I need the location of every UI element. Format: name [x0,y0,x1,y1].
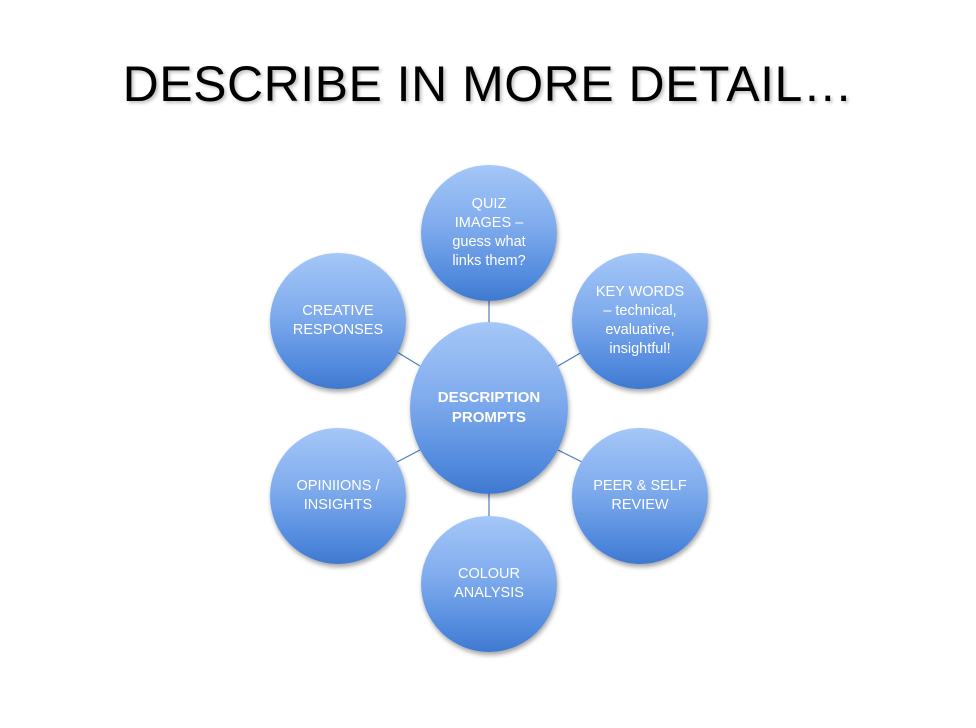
node-peer-self-review-label: PEER & SELF REVIEW [593,478,687,513]
node-key-words-label: KEY WORDS – technical, evaluative, insig… [595,284,685,357]
node-creative-responses: CREATIVE RESPONSES [270,253,406,389]
connector-top-right [557,351,583,367]
node-quiz-images-label: QUIZ IMAGES – guess what links them? [452,196,526,269]
connector-top-left [396,351,421,367]
node-creative-responses-label: CREATIVE RESPONSES [292,303,384,338]
connector-bottom-left [396,449,421,463]
node-colour-analysis: COLOUR ANALYSIS [421,516,557,652]
node-quiz-images: QUIZ IMAGES – guess what links them? [421,165,557,301]
node-description-prompts: DESCRIPTION PROMPTS [410,322,568,494]
node-peer-self-review: PEER & SELF REVIEW [572,428,708,564]
node-colour-analysis-label: COLOUR ANALYSIS [454,566,524,601]
node-key-words: KEY WORDS – technical, evaluative, insig… [572,253,708,389]
node-description-prompts-label: DESCRIPTION PROMPTS [437,389,541,426]
node-opinions-insights: OPINIIONS / INSIGHTS [270,428,406,564]
connector-bottom-right [557,449,583,463]
slide-title: DESCRIBE IN MORE DETAIL… [122,56,854,112]
node-opinions-insights-label: OPINIIONS / INSIGHTS [296,478,380,513]
